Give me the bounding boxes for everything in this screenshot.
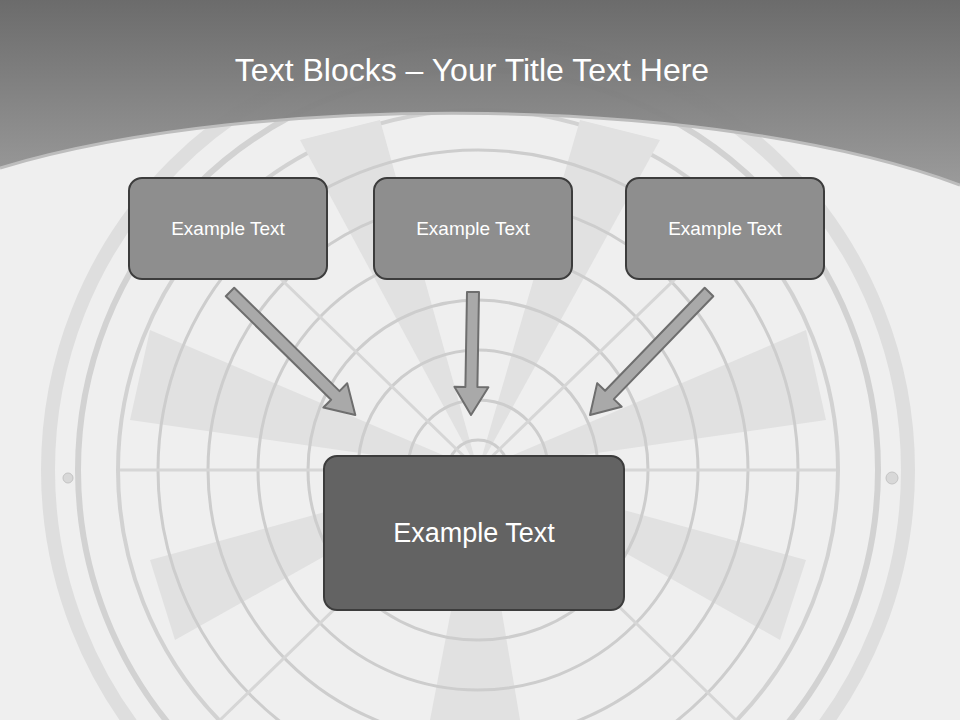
block-text: Example Text bbox=[381, 512, 567, 555]
block-text: Example Text bbox=[404, 212, 542, 246]
block-arrow bbox=[590, 288, 713, 415]
text-block: Example Text bbox=[373, 177, 573, 280]
slide-title: Text Blocks – Your Title Text Here bbox=[0, 52, 944, 89]
text-block: Example Text bbox=[625, 177, 825, 280]
text-block: Example Text bbox=[128, 177, 328, 280]
block-arrow bbox=[454, 292, 488, 415]
block-text: Example Text bbox=[159, 212, 297, 246]
block-text: Example Text bbox=[656, 212, 794, 246]
text-block: Example Text bbox=[323, 455, 625, 611]
block-arrow bbox=[226, 288, 355, 415]
